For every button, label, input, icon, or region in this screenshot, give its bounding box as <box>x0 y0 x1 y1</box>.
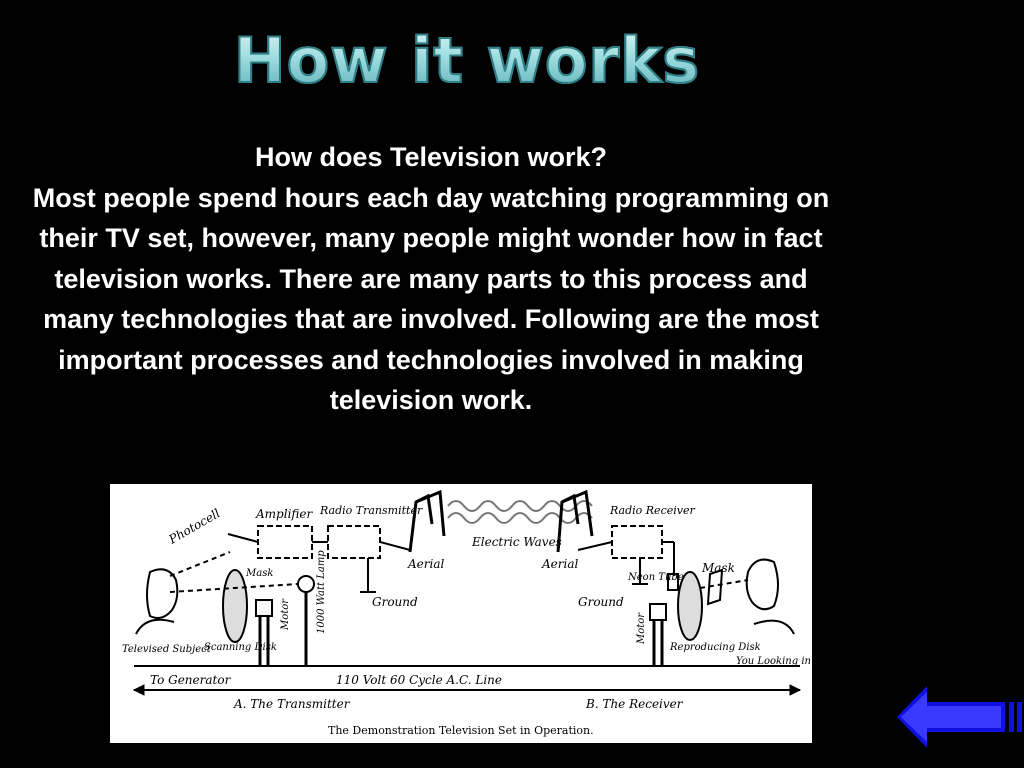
label-electric-waves: Electric Waves <box>471 535 562 549</box>
diagram-caption: The Demonstration Television Set in Oper… <box>328 724 594 737</box>
radio-transmitter-box <box>327 525 381 559</box>
label-receiver: B. The Receiver <box>585 697 684 711</box>
label-photocell: Photocell <box>166 506 223 547</box>
label-aerial-left: Aerial <box>407 557 444 571</box>
back-button[interactable] <box>895 684 1023 750</box>
slide-title: How it works <box>0 23 934 98</box>
label-scanning-disk: Scanning Disk <box>204 642 277 653</box>
label-transmitter: A. The Transmitter <box>233 697 351 711</box>
label-neon-tube: Neon Tube <box>627 572 684 583</box>
lamp-icon <box>297 575 315 593</box>
label-radio-transmitter: Radio Transmitter <box>319 504 423 517</box>
label-lamp: 1000 Watt Lamp <box>316 550 327 634</box>
label-mask-left: Mask <box>245 568 273 579</box>
mask-right-icon <box>706 568 724 606</box>
label-motor-left: Motor <box>280 598 291 631</box>
label-aerial-right: Aerial <box>541 557 578 571</box>
label-reproducing-disk: Reproducing Disk <box>669 642 761 653</box>
motor-left-icon <box>255 599 273 617</box>
label-amplifier: Amplifier <box>255 507 314 521</box>
slide-body: How does Television work? Most people sp… <box>18 137 844 421</box>
label-radio-receiver: Radio Receiver <box>609 504 695 517</box>
label-ground-left: Ground <box>372 595 418 609</box>
label-mask-right: Mask <box>701 561 735 575</box>
motor-right-icon <box>649 603 667 621</box>
label-ac-line: 110 Volt 60 Cycle A.C. Line <box>336 673 502 687</box>
label-you-looking-in: You Looking in <box>736 656 811 667</box>
viewer-icon <box>745 558 795 635</box>
reproducing-disk-icon <box>677 571 703 641</box>
label-televised-subject: Televised Subject <box>122 644 212 655</box>
label-ground-right: Ground <box>578 595 624 609</box>
slide-paragraph: Most people spend hours each day watchin… <box>32 182 830 416</box>
televised-subject-icon <box>135 568 179 635</box>
slide-heading: How does Television work? <box>254 142 608 172</box>
neon-tube-icon <box>667 573 679 591</box>
radio-receiver-box <box>611 525 663 559</box>
electric-waves-icon <box>447 500 593 524</box>
aerial-right-icon <box>556 489 594 553</box>
aerial-left-icon <box>408 489 446 553</box>
left-arrow-icon <box>897 686 1022 748</box>
television-diagram-drawing: Photocell Amplifier Radio Transmitter El… <box>122 489 811 737</box>
amplifier-box <box>257 525 313 559</box>
scanning-disk-icon <box>222 569 248 643</box>
label-to-generator: To Generator <box>150 673 232 687</box>
television-diagram: Photocell Amplifier Radio Transmitter El… <box>110 484 812 743</box>
label-motor-right: Motor <box>636 612 647 645</box>
